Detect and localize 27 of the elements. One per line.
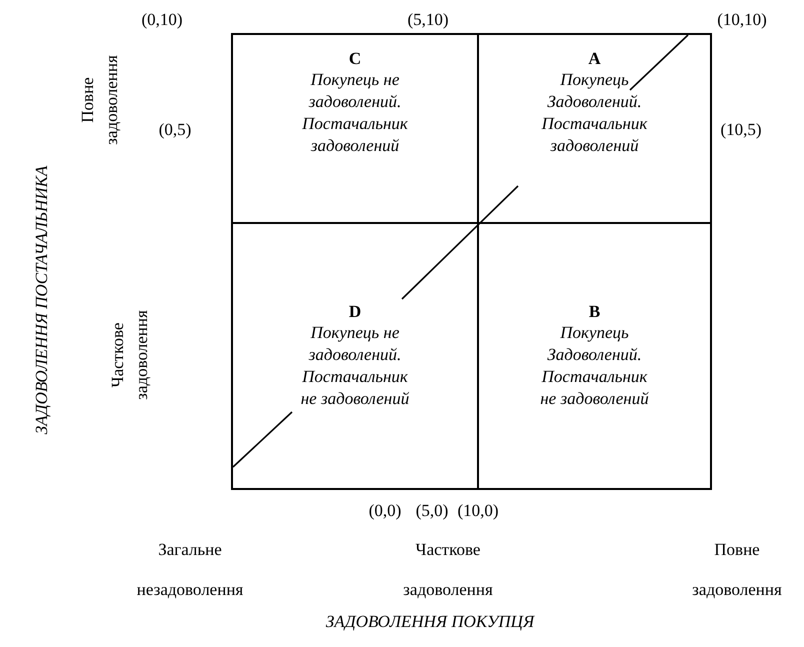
quadrant-letter: B bbox=[588, 302, 600, 322]
coordinate-label: (0,5) bbox=[158, 120, 192, 140]
quadrant-box bbox=[231, 222, 479, 490]
quadrant-description: Покупець Задоволений. Постачальник не задоволений bbox=[539, 322, 650, 410]
quadrant-description: Покупець не задоволений. Постачальник задоволений bbox=[301, 69, 409, 157]
quadrant-box bbox=[477, 33, 712, 224]
coordinate-label: (5,10) bbox=[407, 10, 449, 30]
quadrant-letter: C bbox=[348, 49, 362, 69]
coordinate-label: (0,10) bbox=[141, 10, 183, 30]
quadrant-letter: D bbox=[348, 302, 362, 322]
coordinate-label: (0,0) bbox=[368, 501, 402, 521]
axis-level-label: Повне задоволення bbox=[77, 55, 122, 145]
coordinate-label: (5,0) bbox=[416, 501, 448, 521]
axis-title: ЗАДОВОЛЕННЯ ПОКУПЦЯ bbox=[326, 612, 534, 632]
quadrant-box bbox=[477, 222, 712, 490]
axis-title: ЗАДОВОЛЕННЯ ПОСТАЧАЛЬНИКА bbox=[31, 166, 52, 434]
quadrant-box bbox=[231, 33, 479, 224]
coordinate-label: (10,5) bbox=[720, 120, 762, 140]
quadrant-letter: A bbox=[588, 49, 601, 69]
coordinate-label: (10,10) bbox=[717, 10, 767, 30]
coordinate-label: (10,0) bbox=[457, 501, 499, 521]
axis-level-label: Часткове задоволення bbox=[403, 539, 493, 601]
axis-level-label: Часткове задоволення bbox=[107, 310, 152, 400]
axis-level-label: Загальне незадоволення bbox=[136, 539, 244, 601]
axis-level-label: Повне задоволення bbox=[692, 539, 782, 601]
quadrant-description: Покупець Задоволений. Постачальник задоволений bbox=[540, 69, 648, 157]
quadrant-description: Покупець не задоволений. Постачальник не задоволений bbox=[300, 322, 410, 410]
